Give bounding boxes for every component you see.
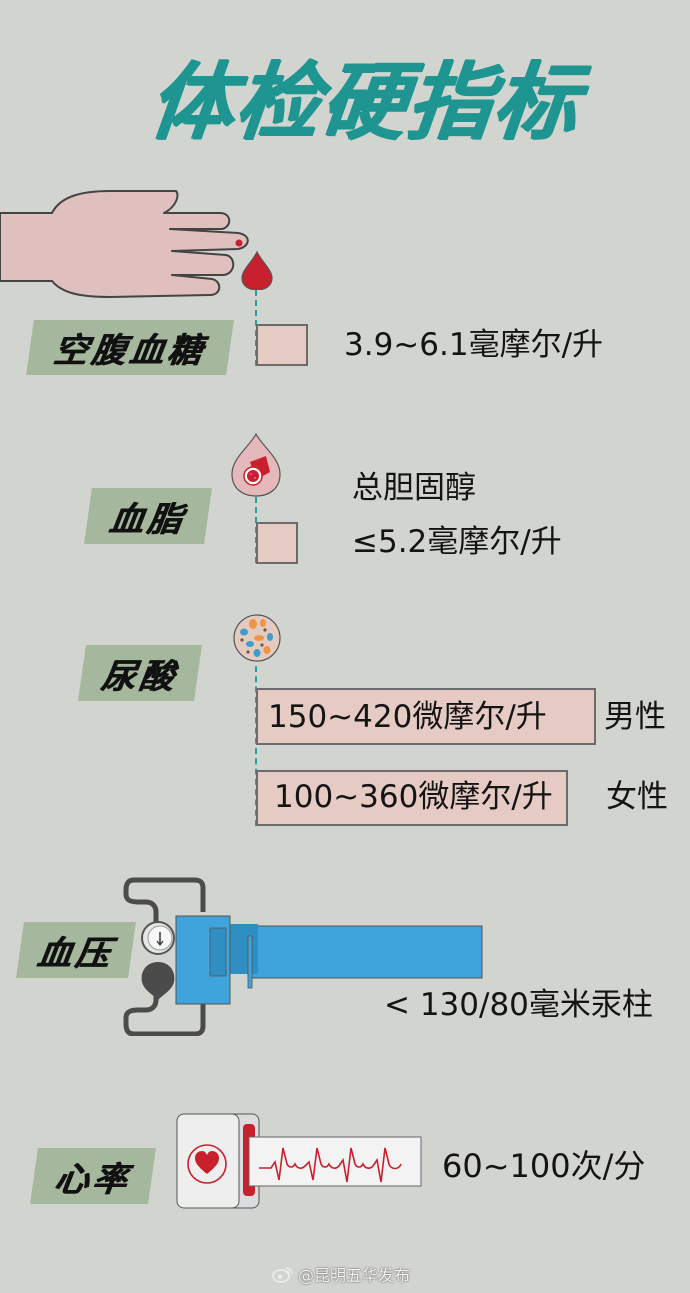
- uric-acid-male-value: 150~420微摩尔/升: [268, 699, 547, 735]
- label-tag-uric-acid: 尿酸: [78, 645, 202, 701]
- heart-rate-value: 60~100次/分: [442, 1147, 646, 1185]
- blood-lipid-subtitle: 总胆固醇: [352, 470, 476, 506]
- watermark: @昆明五华发布: [272, 1262, 410, 1286]
- blood-sugar-label: 空腹血糖: [50, 331, 209, 371]
- label-tag-blood-pressure: 血压: [16, 922, 136, 978]
- label-tag-blood-sugar: 空腹血糖: [26, 320, 234, 375]
- blood-drop-icon: [241, 250, 273, 290]
- hand-icon: [0, 190, 249, 298]
- sphygmomanometer-icon: [123, 877, 483, 1036]
- blood-sugar-value: 3.9~6.1毫摩尔/升: [344, 327, 604, 363]
- label-tag-blood-lipid: 血脂: [84, 488, 212, 544]
- uric-acid-label: 尿酸: [98, 656, 181, 697]
- dashed-connector: [255, 666, 257, 826]
- page-title: 体检硬指标: [144, 53, 586, 151]
- uric-acid-female-box: [256, 770, 568, 826]
- blood-pressure-label: 血压: [34, 933, 117, 974]
- watermark-text: @昆明五华发布: [298, 1266, 411, 1285]
- blood-lipid-box: [256, 522, 298, 564]
- uric-acid-female-value: 100~360微摩尔/升: [274, 779, 553, 815]
- blood-sugar-box: [256, 324, 308, 366]
- blood-vessel-drop-icon: [231, 432, 281, 497]
- uric-acid-male-gender: 男性: [604, 699, 666, 735]
- heart-monitor-icon: [176, 1113, 422, 1209]
- heart-rate-label: 心率: [51, 1159, 134, 1200]
- uric-acid-female-gender: 女性: [606, 779, 668, 815]
- blood-lipid-label: 血脂: [106, 499, 189, 540]
- uric-acid-male-box: [256, 688, 596, 745]
- blood-lipid-value: ≤5.2毫摩尔/升: [352, 524, 562, 560]
- weibo-icon: [272, 1267, 293, 1283]
- blood-pressure-value: < 130/80毫米汞柱: [384, 987, 653, 1023]
- label-tag-heart-rate: 心率: [30, 1148, 156, 1204]
- uric-acid-crystals-icon: [233, 614, 281, 662]
